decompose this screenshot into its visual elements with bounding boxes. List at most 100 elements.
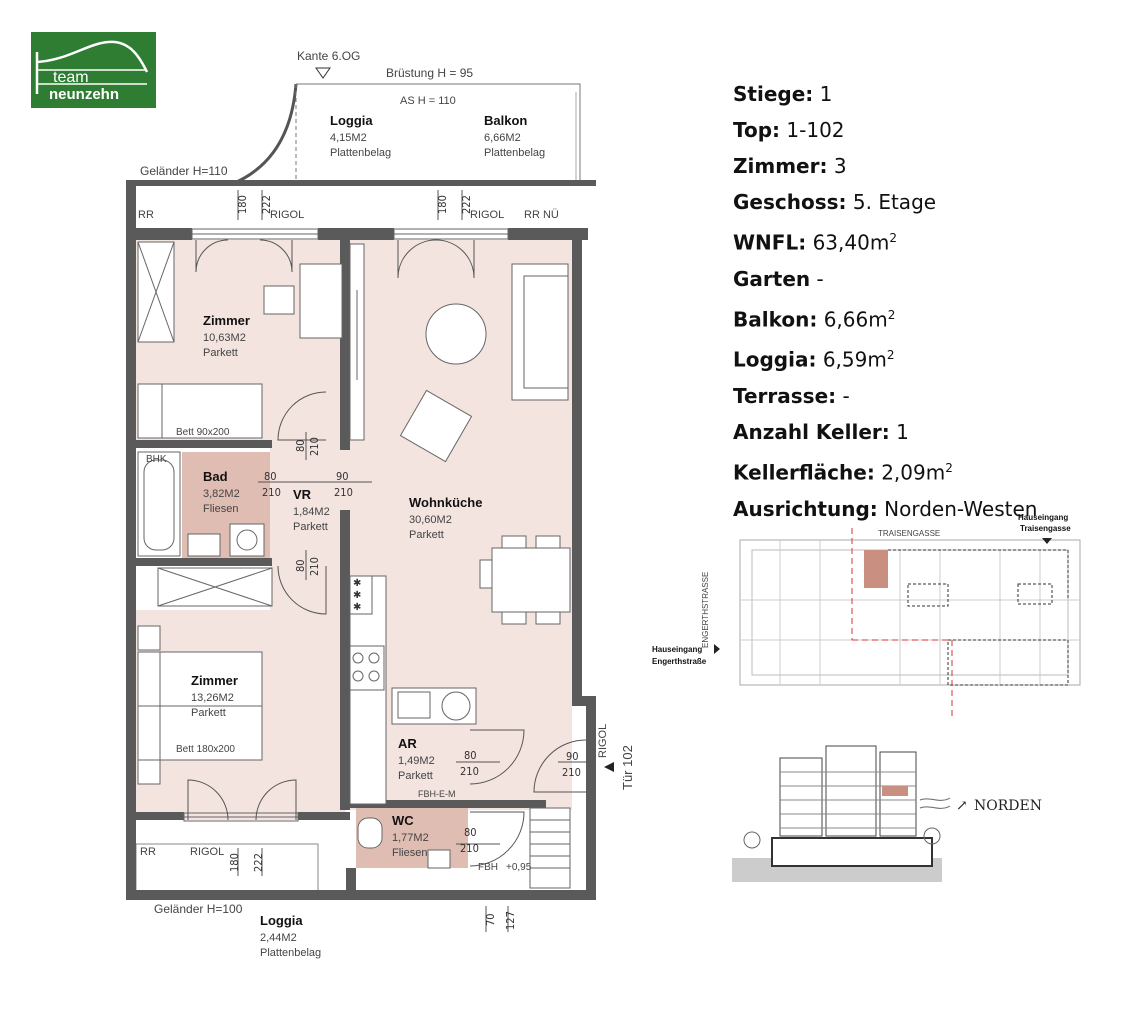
svg-text:✱: ✱ <box>353 578 361 589</box>
info-row-terrasse: Terrasse: - <box>733 383 850 408</box>
section-unit-highlight <box>882 786 908 796</box>
dim-222-top-2: 222 <box>460 195 473 214</box>
svg-text:Fliesen: Fliesen <box>392 847 427 859</box>
svg-text:Zimmer: Zimmer <box>203 313 250 328</box>
dim-210-wc: 210 <box>460 842 479 855</box>
info-row-balkon: Balkon: 6,66m2 <box>733 307 896 332</box>
info-row-wnfl: WNFL: 63,40m2 <box>733 230 897 255</box>
svg-text:Plattenbelag: Plattenbelag <box>260 947 321 959</box>
cooktop-marks: ✱✱✱ <box>353 578 361 613</box>
fbh-label: FBH <box>478 862 498 873</box>
svg-text:✱: ✱ <box>353 602 361 613</box>
svg-text:Zimmer: Zimmer <box>191 673 238 688</box>
svg-text:Plattenbelag: Plattenbelag <box>330 147 391 159</box>
svg-text:Parkett: Parkett <box>398 770 433 782</box>
kante-marker <box>315 67 331 79</box>
room-zimmer-2: Zimmer 13,26M2 Parkett <box>191 673 238 719</box>
logo-text-team: team <box>53 69 89 86</box>
fbh-e-m-label: FBH-E-M <box>418 789 456 799</box>
svg-text:Bad: Bad <box>203 469 228 484</box>
dim-80-zimmer2-door: 80 <box>294 559 307 572</box>
svg-text:1,77M2: 1,77M2 <box>392 832 429 844</box>
svg-text:WC: WC <box>392 813 414 828</box>
site-unit-highlight <box>864 550 888 588</box>
svg-text:3,82M2: 3,82M2 <box>203 488 240 500</box>
dim-90-entry: 90 <box>566 750 579 763</box>
dim-180-top-2: 180 <box>436 195 449 214</box>
dimension-lines <box>237 190 590 932</box>
bruestung-label: Brüstung H = 95 <box>386 66 473 80</box>
dim-180-top-1: 180 <box>236 195 249 214</box>
info-row-geschoss: Geschoss: 5. Etage <box>733 190 937 214</box>
apartment-info: Stiege: 1 Top: 1-102 Zimmer: 3 Geschoss:… <box>733 76 1037 527</box>
room-vr: VR 1,84M2 Parkett <box>293 487 330 533</box>
dim-210-ar: 210 <box>460 765 479 778</box>
windows <box>183 228 509 822</box>
room-bad: Bad 3,82M2 Fliesen <box>203 469 240 515</box>
furniture <box>137 241 571 889</box>
info-row-zimmer: Zimmer: 3 <box>733 154 847 178</box>
svg-text:2,44M2: 2,44M2 <box>260 932 297 944</box>
svg-text:Parkett: Parkett <box>203 347 238 359</box>
rr-label-top-left: RR <box>138 209 154 221</box>
room-balkon: Balkon 6,66M2 Plattenbelag <box>484 113 545 159</box>
dim-210-vr: 210 <box>334 486 353 499</box>
room-wohnkueche: Wohnküche 30,60M2 Parkett <box>409 495 482 541</box>
dim-222-bottom: 222 <box>252 853 265 872</box>
info-row-kellerflaeche: Kellerfläche: 2,09m2 <box>733 460 953 485</box>
svg-text:30,60M2: 30,60M2 <box>409 514 452 526</box>
svg-text:Balkon: Balkon <box>484 113 527 128</box>
room-loggia-top: Loggia 4,15M2 Plattenbelag <box>330 113 391 159</box>
svg-text:4,15M2: 4,15M2 <box>330 132 367 144</box>
svg-text:✱: ✱ <box>353 590 361 601</box>
site-plan: TRAISENGASSE ENGERTHSTRASSE Hauseingang … <box>652 513 1081 716</box>
building-section: ↗ NORDEN <box>732 745 1042 882</box>
dim-80-ar: 80 <box>464 749 477 762</box>
svg-text:Parkett: Parkett <box>191 707 226 719</box>
svg-text:1,84M2: 1,84M2 <box>293 506 330 518</box>
eingang-traisen-line1: Hauseingang <box>1018 513 1068 522</box>
dim-180-bottom: 180 <box>228 853 241 872</box>
bhk-label: BHK <box>146 454 167 465</box>
dim-90-vr: 90 <box>336 470 349 483</box>
rigol-label-top-1: RIGOL <box>270 209 304 221</box>
rr-nue-label: RR NÜ <box>524 209 559 221</box>
entry-arrow <box>604 762 614 772</box>
dim-210-zimmer2-door: 210 <box>308 557 321 576</box>
eingang-engerth-line1: Hauseingang <box>652 645 702 654</box>
svg-text:Plattenbelag: Plattenbelag <box>484 147 545 159</box>
engerthstrasse-label: ENGERTHSTRASSE <box>701 572 710 648</box>
company-logo: team neunzehn <box>31 32 156 108</box>
info-row-ausrichtung: Ausrichtung: Norden-Westen <box>733 496 1038 521</box>
info-row-loggia: Loggia: 6,59m2 <box>733 347 895 372</box>
as-h-label: AS H = 110 <box>400 95 456 107</box>
room-ar: AR 1,49M2 Parkett <box>398 736 435 782</box>
gelaender-top-label: Geländer H=110 <box>140 164 228 178</box>
gelaender-bottom-label: Geländer H=100 <box>154 902 243 916</box>
svg-text:Parkett: Parkett <box>293 521 328 533</box>
svg-text:1,49M2: 1,49M2 <box>398 755 435 767</box>
info-row-stiege: Stiege: 1 <box>733 82 833 106</box>
rigol-label-side: RIGOL <box>597 724 609 758</box>
dim-80-wc: 80 <box>464 826 477 839</box>
dim-80-zimmer-door: 80 <box>294 439 307 452</box>
svg-text:Loggia: Loggia <box>330 113 373 128</box>
rigol-label-bottom: RIGOL <box>190 846 224 858</box>
logo-text-neunzehn: neunzehn <box>49 86 119 103</box>
svg-text:10,63M2: 10,63M2 <box>203 332 246 344</box>
info-row-garten: Garten - <box>733 266 824 291</box>
dim-222-top-1: 222 <box>260 195 273 214</box>
room-loggia-bottom: Loggia 2,44M2 Plattenbelag <box>260 913 321 959</box>
dim-210-entry: 210 <box>562 766 581 779</box>
eingang-engerth-line2: Engerthstraße <box>652 657 707 666</box>
north-arrow-icon: ↗ <box>956 798 968 814</box>
norden-label: NORDEN <box>974 798 1042 814</box>
dim-210-bad: 210 <box>262 486 281 499</box>
kante-label: Kante 6.OG <box>297 49 360 63</box>
eingang-traisen-line2: Traisengasse <box>1020 524 1071 533</box>
svg-text:VR: VR <box>293 487 312 502</box>
svg-text:6,66M2: 6,66M2 <box>484 132 521 144</box>
dim-70-bottom: 70 <box>484 913 497 926</box>
svg-text:Wohnküche: Wohnküche <box>409 495 482 510</box>
